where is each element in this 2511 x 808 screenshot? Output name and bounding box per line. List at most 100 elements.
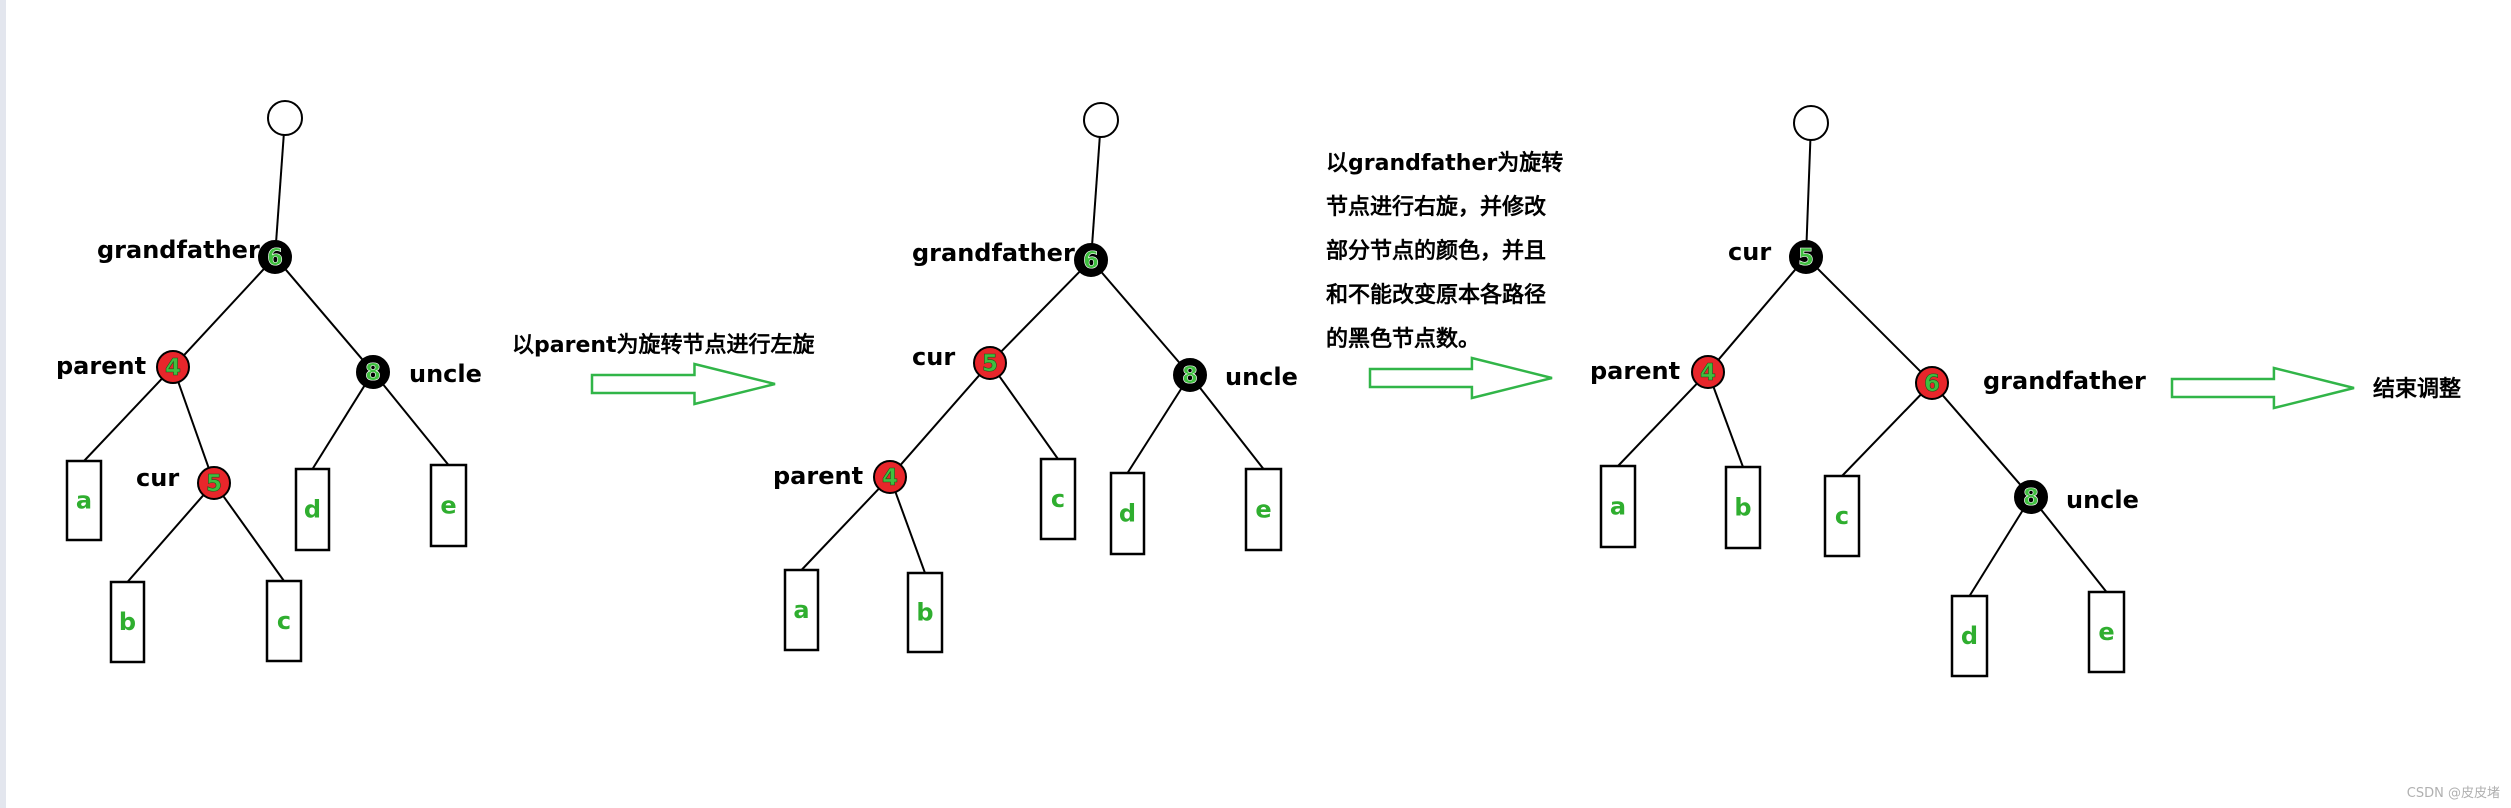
role-label-uncle: uncle [1225, 363, 1298, 391]
edge-n8-to-box-d [1968, 510, 2024, 597]
subtree-box-label: a [793, 596, 809, 624]
node-value-text: 5 [982, 351, 998, 377]
edge-n4-to-box-a [83, 377, 163, 462]
role-label-parent: parent [56, 352, 146, 380]
subtree-box-label: d [1119, 500, 1136, 528]
step-arrow-3 [2170, 366, 2355, 410]
subtree-box-c [265, 579, 303, 663]
edge-n4-to-box-b [894, 491, 926, 574]
node-value-text: 8 [365, 360, 381, 386]
root-parent-node [1083, 102, 1119, 138]
edge-n4-to-box-a [800, 487, 880, 571]
subtree-box-label: c [277, 607, 291, 635]
node-value-text: 6 [1083, 248, 1099, 274]
subtree-box-label: b [1734, 494, 1751, 522]
edge-n6-to-n8 [284, 268, 364, 361]
black-node-8 [1173, 358, 1207, 392]
subtree-box-label: b [916, 599, 933, 627]
node-value-text: 4 [1700, 360, 1716, 386]
role-label-cur: cur [912, 343, 955, 371]
step-arrow-1 [590, 362, 776, 406]
subtree-box-label: e [1255, 496, 1271, 524]
subtree-box-label: a [1610, 493, 1626, 521]
subtree-box-c [1823, 474, 1861, 558]
black-node-6 [1074, 243, 1108, 277]
edge-root-to-n6 [275, 134, 285, 242]
step-arrows [590, 356, 2355, 410]
black-node-5 [1789, 240, 1823, 274]
note-2-line: 部分节点的颜色，并且 [1326, 238, 1546, 264]
subtree-box-e [429, 463, 468, 548]
edge-n6-to-n8 [1941, 394, 2022, 486]
subtree-box-a [1599, 464, 1637, 549]
left-edge-bar [0, 0, 6, 808]
subtree-box-b [1724, 465, 1762, 550]
subtree-box-label: a [76, 487, 92, 515]
edge-root-to-n5 [1805, 139, 1812, 242]
edge-n6-to-n8 [1100, 271, 1181, 364]
edge-n5-to-n4 [899, 374, 981, 466]
subtree-box-label: e [440, 492, 456, 520]
step-arrow-2 [1368, 356, 1553, 400]
subtree-box-label: e [2098, 618, 2114, 646]
watermark: CSDN @皮皮堵 [2407, 786, 2500, 801]
note-1-line: 以parent为旋转节点进行左旋 [512, 332, 816, 358]
tree-edges [83, 134, 2108, 597]
edge-n6-to-box-c [1841, 393, 1922, 477]
role-label-parent: parent [1590, 357, 1680, 385]
edge-n8-to-box-e [382, 383, 450, 466]
red-node-4 [156, 350, 190, 384]
subtree-box-d [294, 467, 331, 552]
edge-n8-to-box-e [1199, 386, 1265, 470]
role-label-parent: parent [773, 462, 863, 490]
node-value-text: 6 [267, 245, 283, 271]
red-node-4 [873, 460, 907, 494]
role-label-grandfather: grandfather [97, 236, 260, 264]
subtree-box-label: b [119, 608, 136, 636]
edge-n6-to-n4 [183, 268, 265, 356]
red-node-5 [197, 466, 231, 500]
note-2-line: 的黑色节点数。 [1326, 326, 1480, 352]
edge-n6-to-n5 [1000, 270, 1081, 353]
edge-n8-to-box-d [311, 385, 366, 470]
subtree-box-d [1109, 471, 1146, 556]
edge-n5-to-box-c [998, 375, 1059, 460]
node-value-text: 5 [206, 471, 222, 497]
role-label-cur: cur [1728, 238, 1771, 266]
red-node-5 [973, 346, 1007, 380]
edge-n5-to-box-b [126, 494, 205, 583]
role-label-grandfather: grandfather [912, 239, 1075, 267]
red-node-6 [1915, 366, 1949, 400]
subtree-box-label: c [1051, 485, 1065, 513]
edge-n4-to-box-a [1617, 382, 1698, 467]
node-value-text: 6 [1924, 371, 1940, 397]
note-3-line: 结束调整 [2373, 376, 2461, 402]
note-2-line: 节点进行右旋，并修改 [1326, 194, 1547, 220]
black-node-8 [2014, 480, 2048, 514]
edge-root-to-n6 [1091, 136, 1101, 245]
node-value-text: 8 [2023, 485, 2039, 511]
edge-n5-to-n6 [1816, 267, 1922, 373]
note-2-line: 和不能改变原本各路径 [1326, 282, 1546, 308]
edge-n8-to-box-e [2040, 508, 2108, 593]
edge-n8-to-box-d [1126, 387, 1183, 474]
role-label-cur: cur [136, 464, 179, 492]
role-label-uncle: uncle [2066, 486, 2139, 514]
edge-n4-to-box-b [1712, 386, 1744, 468]
subtree-box-a [65, 459, 103, 542]
subtree-box-a [783, 568, 820, 652]
root-parent-node [267, 100, 303, 136]
edge-n4-to-n5 [177, 381, 210, 469]
subtree-box-d [1950, 594, 1989, 678]
step-notes: 以parent为旋转节点进行左旋以grandfather为旋转节点进行右旋，并修… [512, 150, 2461, 402]
role-label-uncle: uncle [409, 360, 482, 388]
subtree-box-label: d [304, 496, 321, 524]
edge-n5-to-box-c [222, 495, 285, 582]
node-value-text: 5 [1798, 245, 1814, 271]
subtree-box-b [109, 580, 146, 664]
role-label-grandfather: grandfather [1983, 367, 2146, 395]
subtree-box-label: c [1835, 502, 1849, 530]
